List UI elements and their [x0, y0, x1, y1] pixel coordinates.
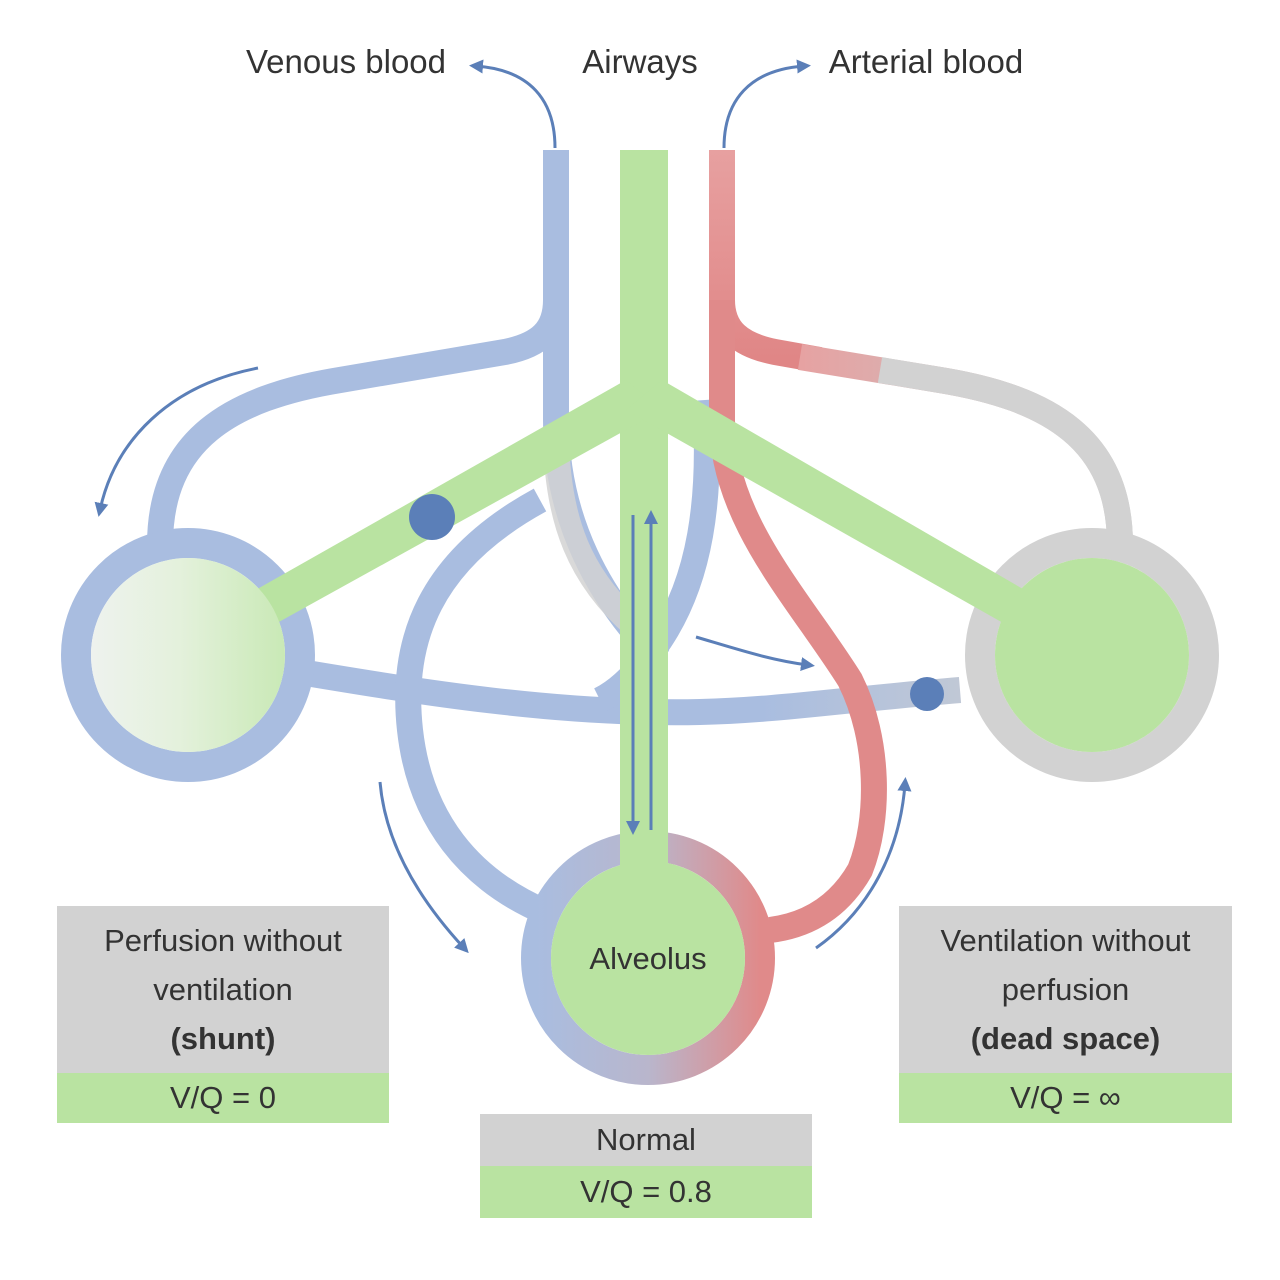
vessel-obstruction-dot [910, 677, 944, 711]
airway-trunk [620, 150, 668, 890]
venous-loop-outer [395, 488, 551, 924]
airway-right-branch [626, 380, 1042, 628]
airway-obstruction-dot [409, 494, 455, 540]
dead-space-vq-ratio: V/Q = ∞ [899, 1073, 1232, 1123]
arrow-down-left [378, 781, 469, 954]
flow-arrows [94, 59, 912, 954]
shunt-box: Perfusion without ventilation (shunt) V/… [57, 906, 389, 1123]
normal-description: Normal [480, 1114, 812, 1166]
shunt-alveolus [91, 558, 285, 752]
grey-vessel-dead-space [877, 357, 1133, 546]
venous-blood-label: Venous blood [246, 43, 446, 80]
shunt-line-1: Perfusion without [104, 923, 342, 958]
shunt-description: Perfusion without ventilation (shunt) [57, 906, 389, 1073]
arterial-blood-label: Arterial blood [829, 43, 1023, 80]
shunt-line-2: ventilation [153, 972, 293, 1007]
arterial-trunk [709, 150, 823, 373]
arrow-to-shunt [94, 366, 259, 517]
arrow-up-right [815, 777, 912, 950]
dead-space-line-2: perfusion [1001, 972, 1130, 1007]
normal-vq-ratio: V/Q = 0.8 [480, 1166, 812, 1218]
arterial-loop [709, 300, 887, 943]
airways-label: Airways [582, 43, 698, 80]
normal-box: Normal V/Q = 0.8 [480, 1114, 812, 1218]
dead-space-line-1: Ventilation without [940, 923, 1191, 958]
shunt-alveolus-ring [61, 528, 315, 782]
shunt-vq-ratio: V/Q = 0 [57, 1073, 389, 1123]
shunt-line-3: (shunt) [170, 1021, 276, 1056]
venous-exit-arrow [469, 59, 557, 149]
arterial-exit-arrow [722, 59, 811, 149]
dead-space-line-3: (dead space) [970, 1021, 1161, 1056]
airway-tree [238, 150, 1042, 890]
dead-space-description: Ventilation without perfusion (dead spac… [899, 906, 1232, 1073]
airway-into-normal [620, 860, 668, 1050]
arrow-to-dead-space [695, 635, 815, 672]
alveolus-label: Alveolus [589, 941, 706, 976]
dead-space-alveolus-ring [965, 528, 1219, 782]
dead-space-alveolus [995, 558, 1189, 752]
dead-space-box: Ventilation without perfusion (dead spac… [899, 906, 1232, 1123]
